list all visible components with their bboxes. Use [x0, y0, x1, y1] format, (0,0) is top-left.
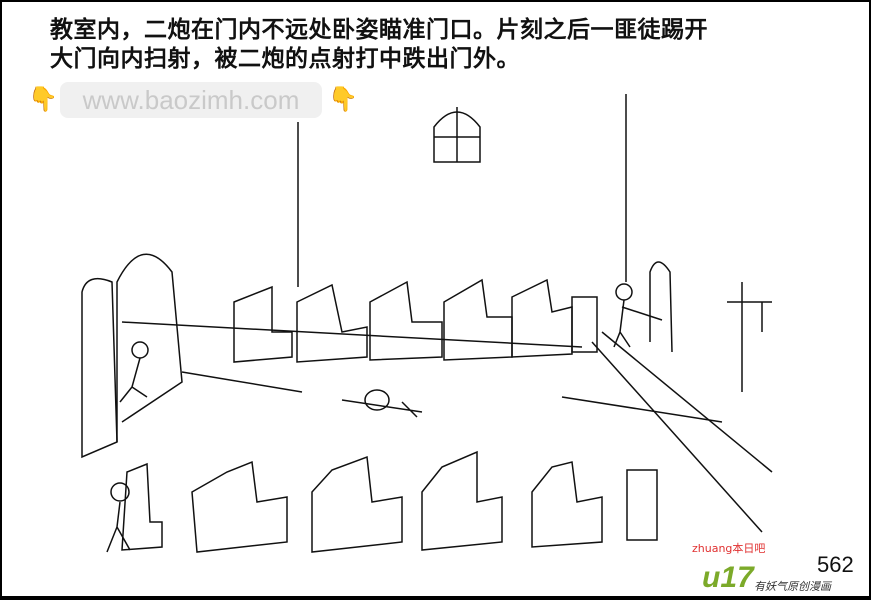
front-pews — [121, 450, 658, 553]
page-number: 562 — [817, 552, 854, 577]
caption-line-1: 教室内，二炮在门内不远处卧姿瞄准门口。片刻之后一匪徒踢开 — [50, 17, 708, 43]
back-pews — [233, 278, 598, 363]
watermark-url: www.baozimh.com — [82, 85, 300, 115]
door-left — [81, 253, 183, 459]
stamp-text: zhuang本日吧 — [692, 542, 766, 555]
u17-logo: u17 — [702, 561, 754, 594]
window — [433, 107, 481, 163]
caption-line-2: 大门向内扫射，被二炮的点射打中跌出门外。 — [50, 46, 520, 72]
caption-box: 教室内，二炮在门内不远处卧姿瞄准门口。片刻之后一匪徒踢开 大门向内扫射，被二炮的… — [50, 16, 840, 74]
watermark-box: www.baozimh.com — [60, 82, 322, 118]
pointing-hand-icon: 👇 — [28, 85, 58, 113]
sitting-figure — [106, 482, 131, 553]
falling-bandit — [119, 341, 149, 403]
cross — [727, 282, 772, 392]
door-right — [649, 261, 673, 353]
prone-soldier — [341, 389, 423, 418]
pointing-hand-icon: 👇 — [328, 85, 358, 113]
logo-subtitle: 有妖气原创漫画 — [754, 580, 831, 593]
standing-gunman — [613, 283, 663, 348]
